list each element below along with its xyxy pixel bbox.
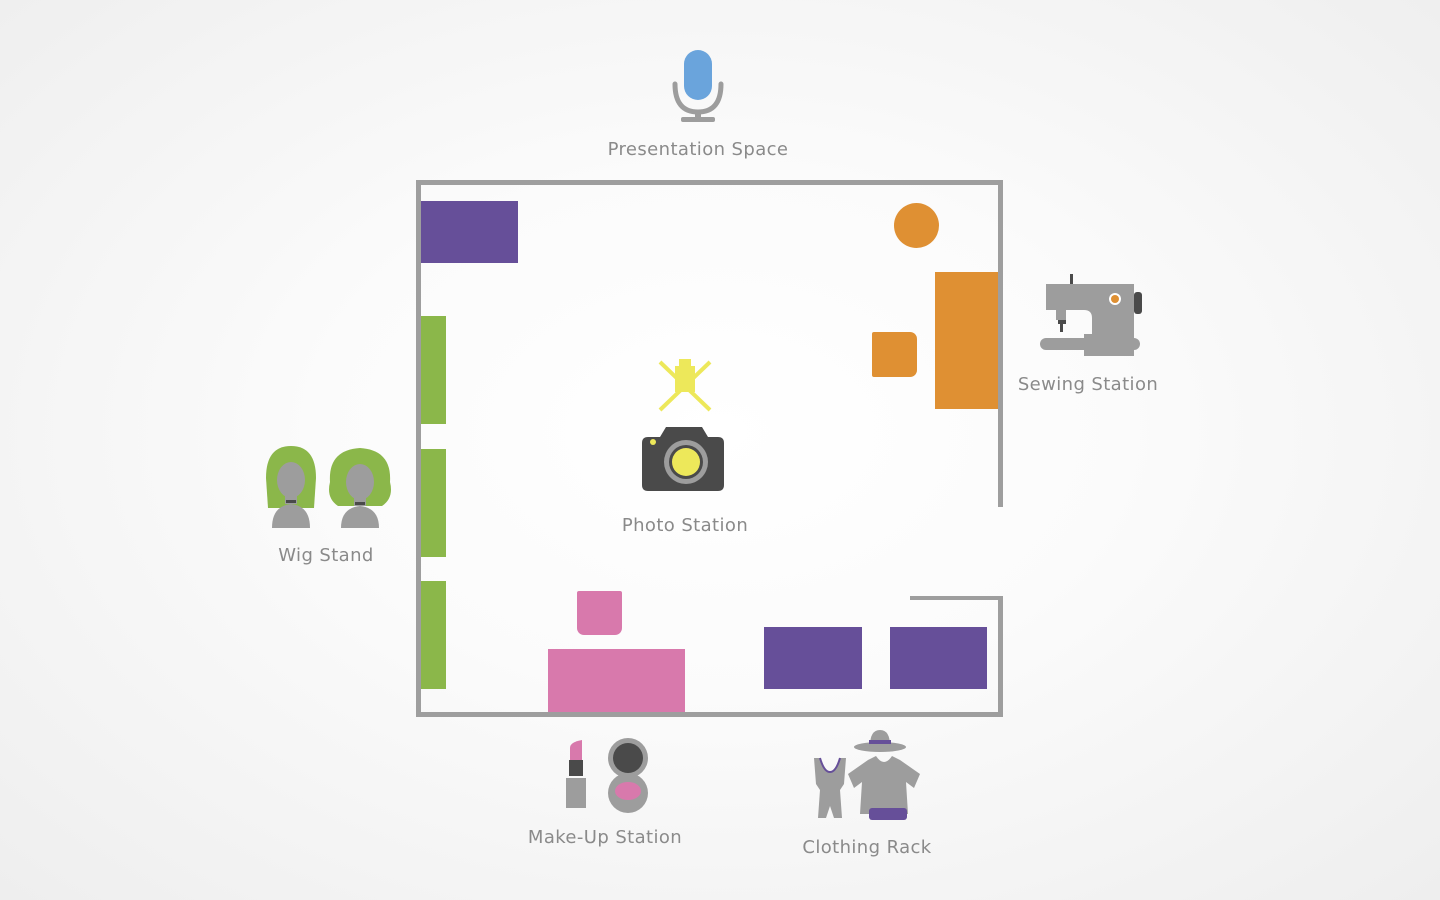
orange-stool	[894, 203, 939, 248]
clothing-icon	[814, 730, 920, 820]
camera-icon	[642, 427, 724, 491]
wig-stand-label: Wig Stand	[278, 545, 374, 566]
wall-right-lower	[998, 596, 1003, 717]
lipstick-compact-icon	[566, 738, 648, 813]
photo-station-label: Photo Station	[621, 515, 749, 536]
wall-top	[416, 180, 1003, 185]
wig-head-icon	[266, 446, 391, 528]
green-bench-3	[421, 581, 446, 689]
presentation-space-label: Presentation Space	[607, 139, 789, 160]
pink-chair	[577, 591, 622, 635]
wall-bottom	[416, 712, 1003, 717]
purple-rack-2	[890, 627, 987, 689]
purple-rack-1	[764, 627, 862, 689]
green-bench-2	[421, 449, 446, 557]
door-stub	[910, 596, 1003, 600]
microphone-icon	[672, 50, 724, 122]
orange-chair	[872, 332, 917, 377]
pink-makeup-table	[548, 649, 685, 712]
green-bench-1	[421, 316, 446, 424]
sewing-station-label: Sewing Station	[1017, 374, 1159, 395]
wall-right-upper	[998, 180, 1003, 507]
clothing-rack-label: Clothing Rack	[802, 837, 932, 858]
purple-table-top-left	[421, 201, 518, 263]
make-up-station-label: Make-Up Station	[527, 827, 683, 848]
sewing-machine-icon	[1040, 274, 1142, 356]
wall-left	[416, 180, 421, 717]
orange-sewing-table	[935, 272, 998, 409]
light-stand-icon	[658, 359, 712, 412]
